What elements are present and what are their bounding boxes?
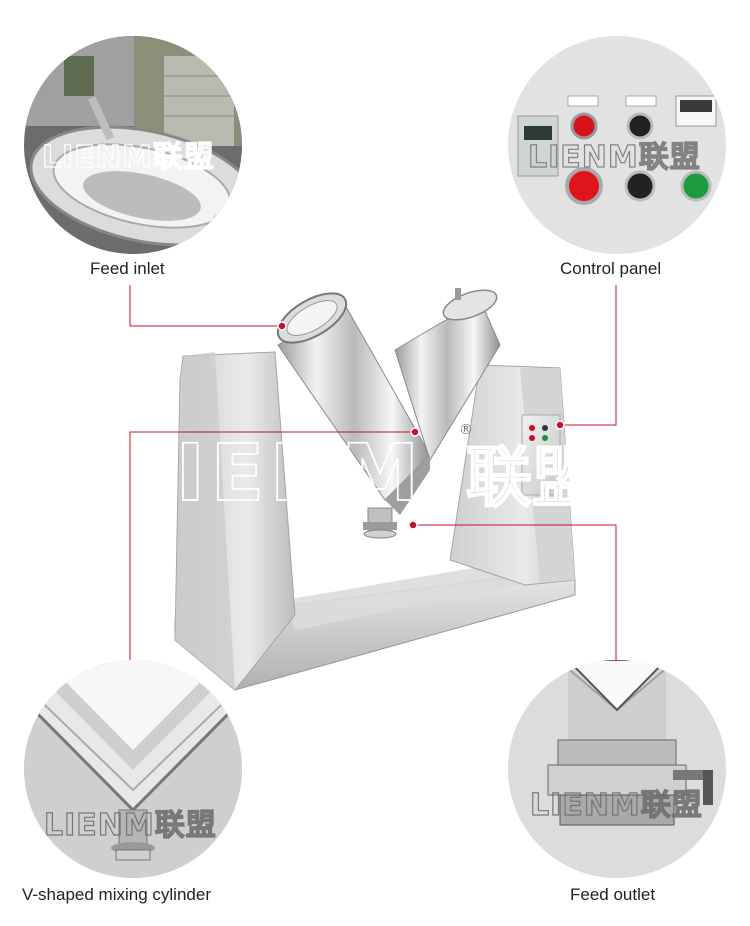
wm-feed-outlet: LIENM联盟 [529, 787, 703, 823]
zoom-feed-inlet: LIENM联盟 [24, 36, 242, 254]
control-box [521, 414, 561, 496]
leader-feed-inlet [129, 285, 282, 327]
marker-v-cylinder [410, 427, 420, 437]
marker-feed-outlet [408, 520, 418, 530]
marker-feed-inlet [277, 321, 287, 331]
zoom-v-cylinder: LIENM联盟 [24, 660, 242, 878]
wm-feed-inlet: LIENM联盟 [41, 139, 215, 175]
leader-v-cylinder [129, 431, 415, 665]
leader-control-panel [560, 285, 617, 426]
label-feed-outlet: Feed outlet [570, 885, 656, 904]
wm-control-panel: LIENM联盟 [527, 139, 701, 175]
leader-lines [129, 285, 617, 665]
watermark-brand-cn: 联盟 [466, 439, 598, 516]
leader-feed-outlet [413, 524, 617, 665]
zoom-control-panel: LIENM联盟 [508, 36, 726, 254]
label-v-cylinder: V-shaped mixing cylinder [22, 885, 211, 904]
watermark-registered: ® [459, 422, 473, 438]
marker-control-panel [555, 420, 565, 430]
label-control-panel: Control panel [560, 259, 662, 278]
wm-v-cylinder: LIENM联盟 [43, 807, 217, 843]
label-feed-inlet: Feed inlet [90, 259, 165, 278]
zoom-feed-outlet: LIENM联盟 [508, 660, 726, 878]
watermark-brand: LIENM [120, 429, 425, 519]
